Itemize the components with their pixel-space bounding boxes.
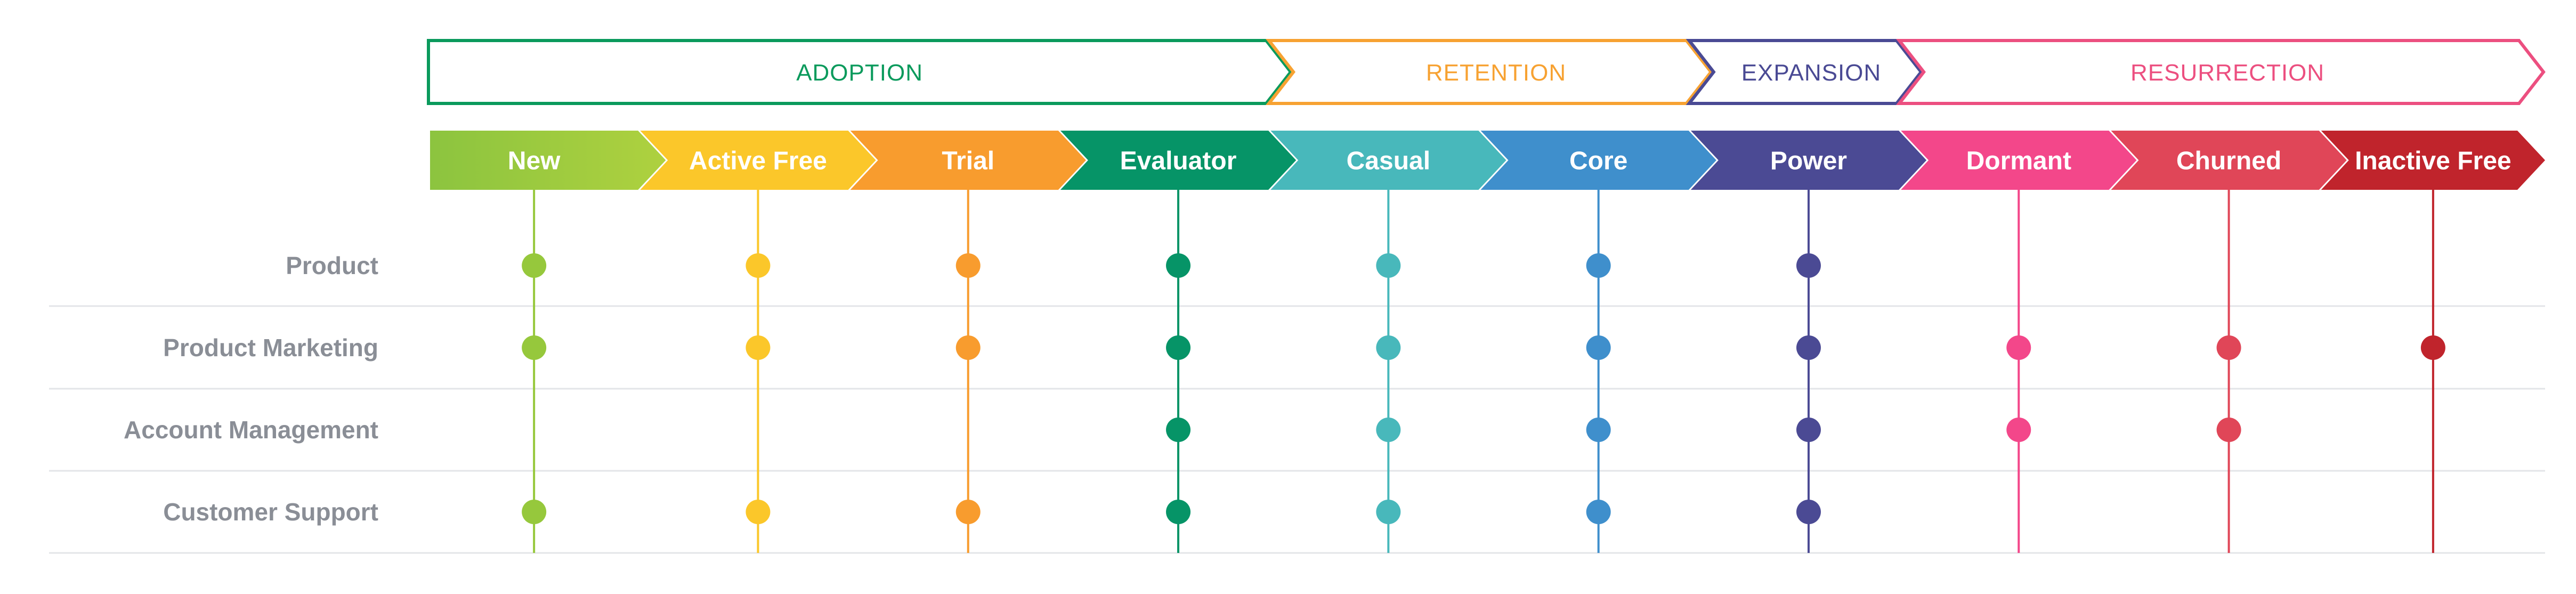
dot-product-casual: [1376, 253, 1401, 278]
dot-product-marketing-active-free: [746, 335, 771, 360]
stage-connector-lines: [533, 190, 2434, 553]
dot-customer-support-casual: [1376, 500, 1401, 524]
dot-product-marketing-core: [1586, 335, 1611, 360]
stage-chevron-active-free: [640, 131, 876, 190]
stage-label-trial: Trial: [942, 147, 994, 175]
dot-product-marketing-power: [1796, 335, 1821, 360]
dot-customer-support-core: [1586, 500, 1611, 524]
dot-product-marketing-casual: [1376, 335, 1401, 360]
stage-chevrons: New Active Free Trial Evaluator Casual Core Po…: [430, 131, 2545, 190]
stage-chevron-evaluator: [1060, 131, 1297, 190]
stage-chevron-dormant: [1901, 131, 2137, 190]
dot-product-core: [1586, 253, 1611, 278]
phase-banner: ADOPTION RETENTION EXPANSION RESURRECTION: [427, 39, 2546, 105]
dot-account-management-evaluator: [1166, 418, 1191, 442]
dot-product-marketing-trial: [955, 335, 981, 360]
dot-product-marketing-dormant: [2006, 335, 2031, 360]
dot-product-power: [1796, 253, 1821, 278]
stage-label-inactive-free: Inactive Free: [2355, 147, 2511, 175]
stage-label-power: Power: [1770, 147, 1847, 175]
dot-customer-support-power: [1796, 500, 1821, 524]
stage-label-new: New: [508, 147, 561, 175]
phase-label-retention: RETENTION: [1426, 60, 1566, 86]
phase-adoption: [427, 39, 1293, 105]
stage-chevron-churned: [2111, 131, 2347, 190]
dot-account-management-dormant: [2006, 418, 2031, 442]
dot-customer-support-trial: [955, 500, 981, 524]
stage-label-active-free: Active Free: [689, 147, 827, 175]
row-label-product-marketing: Product Marketing: [163, 334, 378, 362]
dot-customer-support-new: [522, 500, 547, 524]
phase-label-resurrection: RESURRECTION: [2131, 60, 2324, 86]
dot-product-new: [522, 253, 547, 278]
dot-product-marketing-evaluator: [1166, 335, 1191, 360]
phase-label-expansion: EXPANSION: [1741, 60, 1881, 86]
stage-chevron-casual: [1270, 131, 1506, 190]
row-label-product: Product: [286, 252, 378, 279]
dot-account-management-churned: [2216, 418, 2241, 442]
dot-product-trial: [955, 253, 981, 278]
dot-product-marketing-inactive-free: [2420, 335, 2445, 360]
dot-account-management-power: [1796, 418, 1821, 442]
dot-account-management-core: [1586, 418, 1611, 442]
stage-label-casual: Casual: [1347, 147, 1430, 175]
phase-resurrection: [1895, 39, 2546, 105]
row-label-account-management: Account Management: [124, 416, 378, 444]
stage-label-evaluator: Evaluator: [1120, 147, 1237, 175]
stage-label-core: Core: [1569, 147, 1627, 175]
dot-product-marketing-new: [522, 335, 547, 360]
stage-label-churned: Churned: [2176, 147, 2281, 175]
stage-chevron-power: [1690, 131, 1927, 190]
dot-product-active-free: [746, 253, 771, 278]
row-grid-lines: [49, 305, 2545, 554]
stage-label-dormant: Dormant: [1966, 147, 2071, 175]
stage-chevron-core: [1480, 131, 1716, 190]
dot-account-management-casual: [1376, 418, 1401, 442]
stage-chevron-new: [430, 131, 666, 190]
dot-customer-support-evaluator: [1166, 500, 1191, 524]
dot-product-marketing-churned: [2216, 335, 2241, 360]
dot-customer-support-active-free: [746, 500, 771, 524]
dot-product-evaluator: [1166, 253, 1191, 278]
stage-chevron-inactive-free: [2321, 131, 2545, 190]
phase-expansion: [1686, 39, 1923, 105]
row-label-customer-support: Customer Support: [163, 498, 378, 526]
stage-chevron-trial: [850, 131, 1086, 190]
row-stage-dots: [522, 253, 2445, 524]
phase-retention: [1266, 39, 1713, 105]
phase-label-adoption: ADOPTION: [796, 60, 923, 86]
